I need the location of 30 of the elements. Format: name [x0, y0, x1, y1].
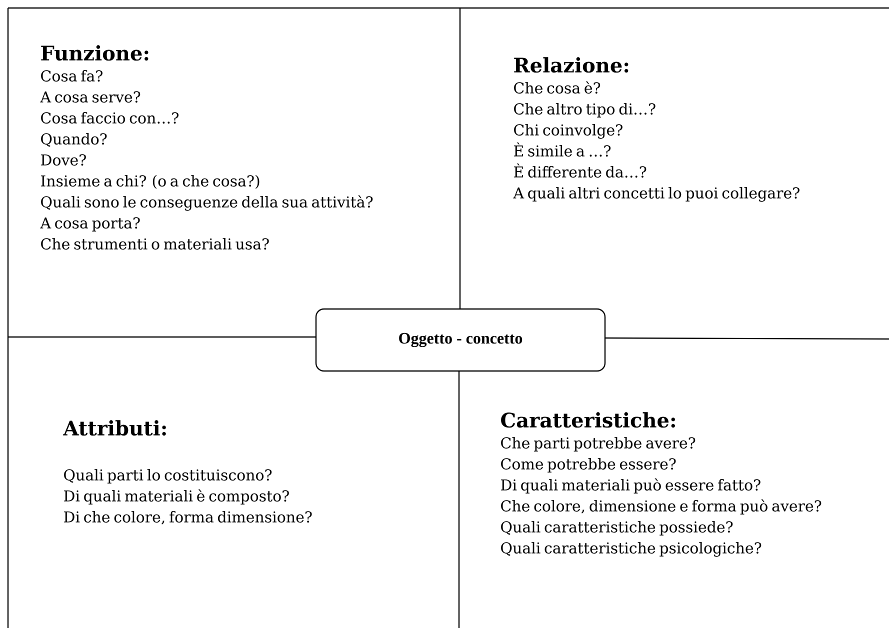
question-text: Di quali materiali può essere fatto? [501, 478, 760, 494]
heading: Funzione: [41, 45, 148, 61]
question-text: Che parti potrebbe avere? [501, 437, 696, 452]
question-text: Che strumenti o materiali usa? [41, 238, 269, 250]
question-text: È differente da…? [514, 163, 646, 178]
question-text: Cosa faccio con…? [41, 112, 178, 124]
question-text: A cosa porta? [40, 217, 140, 232]
question-text: A quali altri concetti lo puoi collegare? [513, 187, 800, 202]
question-text: Quali sono le conseguenze della sua attività? [41, 195, 373, 211]
question-text: Insieme a chi? (o a che cosa?) [41, 175, 260, 189]
heading: Attributi: [63, 420, 166, 436]
question-text: Che colore, dimensione e forma può avere? [501, 499, 822, 514]
question-text: Come potrebbe essere? [501, 458, 676, 472]
question-text: Che altro tipo di…? [514, 103, 656, 118]
question-text: È simile a …? [514, 142, 611, 157]
question-text: Di che colore, forma dimensione? [64, 511, 312, 524]
question-text: Dove? [41, 154, 86, 166]
heading: Relazione: [514, 57, 628, 73]
question-text: Chi coinvolge? [514, 124, 622, 139]
question-text: Quali caratteristiche possiede? [501, 521, 733, 536]
question-text: Quando? [41, 133, 107, 147]
concept-box [315, 308, 606, 372]
question-text: A cosa serve? [40, 91, 140, 103]
question-text: Di quali materiali è composto? [64, 489, 289, 504]
question-text: Quali parti lo costituiscono? [64, 469, 272, 484]
question-text: Quali caratteristiche psicologiche? [501, 542, 762, 557]
question-text: Cosa fa? [41, 70, 102, 82]
heading: Caratteristiche: [501, 412, 675, 428]
question-text: Che cosa è? [514, 81, 600, 94]
node-label: Oggetto - concetto [399, 332, 522, 348]
